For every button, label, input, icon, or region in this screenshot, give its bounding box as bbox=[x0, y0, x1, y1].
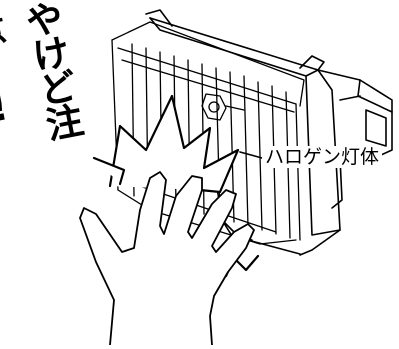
halogen-lamp-label: ハロゲン灯体 bbox=[262, 146, 383, 168]
hand-outline bbox=[79, 171, 255, 346]
callout-leader-line bbox=[239, 151, 263, 159]
